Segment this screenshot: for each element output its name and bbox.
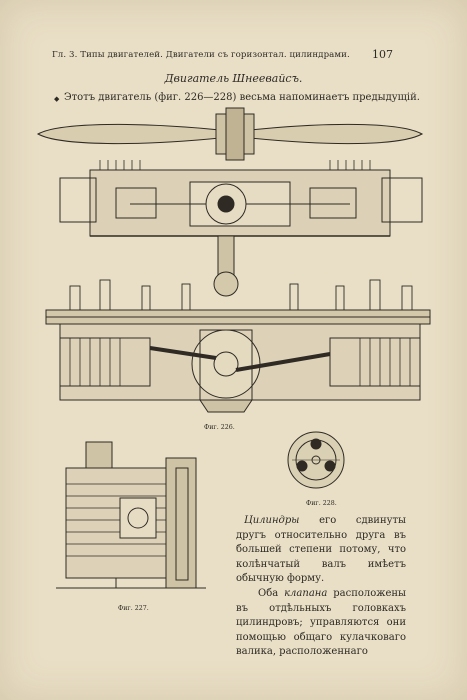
paragraph-cylinders: Цилиндры его сдвинуты другъ относительно… xyxy=(236,514,406,587)
running-header: Гл. 3. Типы двигателей. Двигатели съ гор… xyxy=(52,50,350,60)
figure-227-side-section xyxy=(56,441,206,589)
body-text-column: Цилиндры его сдвинуты другъ относительно… xyxy=(236,514,406,660)
term-valves: клапана xyxy=(284,587,328,599)
figure-228-caption: Фиг. 228. xyxy=(306,500,337,507)
figure-227-caption: Фиг. 227. xyxy=(118,605,149,612)
section-title: Двигатель Шнеевайсъ. xyxy=(164,72,303,85)
intro-paragraph: Этотъ двигатель (фиг. 226—228) весьма на… xyxy=(64,92,420,103)
bullet-icon: ◆ xyxy=(54,95,60,103)
page-number: 107 xyxy=(372,48,393,61)
figure-226-caption: Фиг. 226. xyxy=(204,424,235,431)
paragraph-valves-text: расположены въ отдѣльныхъ головкахъ цили… xyxy=(236,587,406,658)
paragraph-cylinders-text: его сдвинуты другъ относительно друга въ… xyxy=(236,515,406,585)
term-cylinders: Цилиндры xyxy=(244,515,300,526)
paragraph-valves: Оба клапана расположены въ отдѣльныхъ го… xyxy=(236,587,406,660)
paragraph-valves-start: Оба xyxy=(258,587,285,599)
figure-228-cylinder-head xyxy=(287,431,345,489)
figure-226-engine-drawing xyxy=(36,107,431,413)
